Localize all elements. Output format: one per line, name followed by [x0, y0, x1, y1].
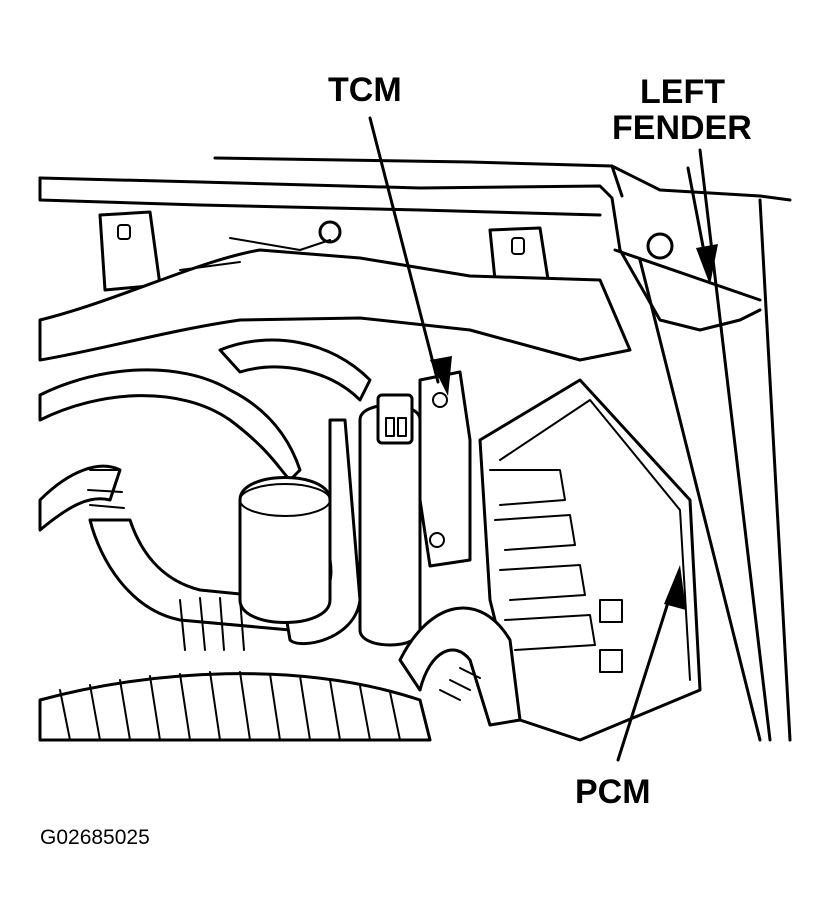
tcm-arrow-head	[430, 356, 452, 396]
wiring-harness	[38, 606, 522, 742]
radiator-support	[38, 237, 632, 362]
figure-id: G02685025	[40, 826, 150, 849]
tcm-module	[418, 370, 472, 568]
left-fender-label-line2: FENDER	[612, 109, 752, 147]
leader-arrows	[368, 116, 718, 762]
pcm-arrow-head	[664, 565, 686, 610]
fender-arrow-head	[696, 244, 718, 285]
tcm-label: TCM	[328, 71, 402, 109]
canister	[238, 393, 422, 647]
pcm-label: PCM	[575, 773, 651, 811]
left-fender-label-line1: LEFT	[640, 73, 725, 111]
